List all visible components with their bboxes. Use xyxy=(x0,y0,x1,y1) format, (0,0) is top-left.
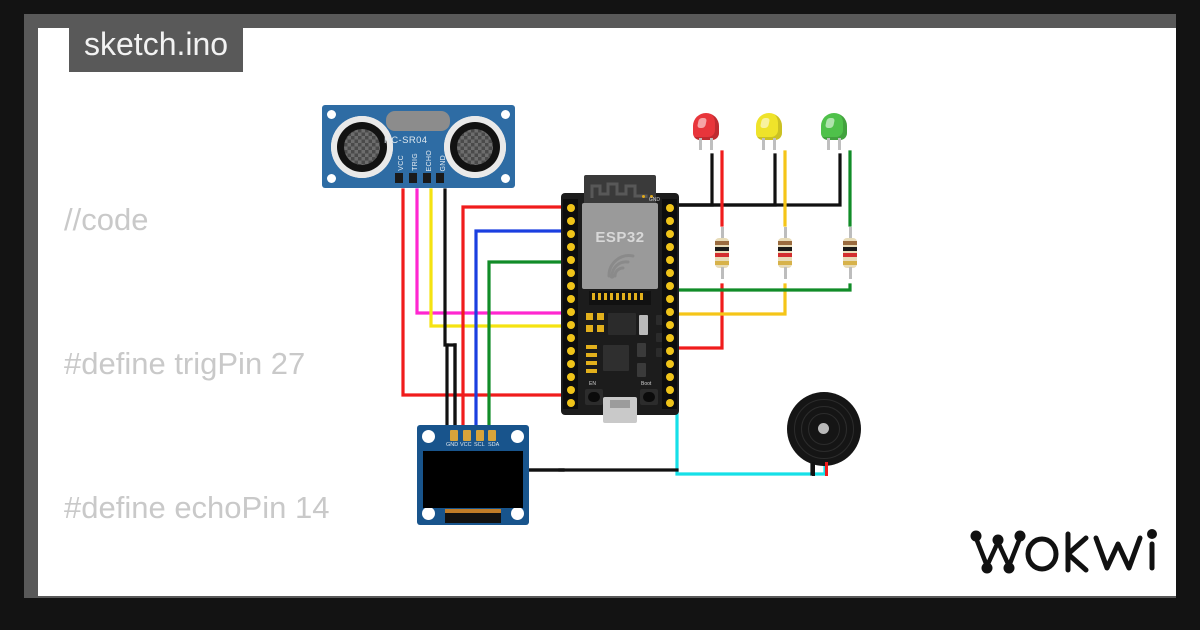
band-brown xyxy=(715,241,729,245)
esp32-wroom-module xyxy=(584,175,656,205)
code-editor-text: //code #define trigPin 27 #define echoPi… xyxy=(64,100,484,596)
resistor-lead xyxy=(783,227,787,239)
resistor-lead xyxy=(848,227,852,239)
band-red xyxy=(715,253,729,257)
en-button-label: EN xyxy=(589,381,596,387)
buzzer-sound-hole xyxy=(818,423,829,434)
pin-label-scl: SCL xyxy=(474,442,485,448)
band-gold xyxy=(778,261,792,265)
resistor-lead xyxy=(848,267,852,279)
esp32-devkit-board[interactable]: ESP32 xyxy=(561,175,679,423)
buzzer-ring xyxy=(808,413,840,445)
resistor-lead xyxy=(783,267,787,279)
buzzer-lead-negative xyxy=(812,462,815,476)
sensor-label: HC-SR04 xyxy=(384,135,428,146)
buzzer[interactable] xyxy=(787,392,861,476)
led-bulb xyxy=(756,113,782,140)
en-button[interactable] xyxy=(585,389,603,405)
board-name-label: ESP32 xyxy=(595,229,645,246)
receiver-transducer xyxy=(444,116,506,178)
buzzer-lead-positive xyxy=(825,462,828,476)
led-bulb xyxy=(821,113,847,140)
code-line: #define echoPin 14 xyxy=(64,490,330,525)
resistor-red-led[interactable] xyxy=(715,227,729,279)
mount-hole xyxy=(511,430,524,443)
file-tab-sketch-ino[interactable]: sketch.ino xyxy=(69,18,244,72)
band-brown xyxy=(843,241,857,245)
transmitter-transducer xyxy=(331,116,393,178)
mount-hole xyxy=(511,507,524,520)
module-pads xyxy=(642,195,656,199)
band-red xyxy=(778,253,792,257)
code-line: #define trigPin 27 xyxy=(64,346,306,381)
pin-label-gnd: GND xyxy=(440,154,447,171)
band-black xyxy=(715,247,729,251)
led-anode-leg xyxy=(773,138,776,150)
pin-label-gnd: GND xyxy=(446,442,459,448)
band-red xyxy=(843,253,857,257)
rf-shield: ESP32 xyxy=(582,203,658,289)
led-cathode-leg xyxy=(762,138,765,150)
right-pin-rail xyxy=(662,199,677,409)
code-line: //code xyxy=(64,202,149,237)
green-led[interactable] xyxy=(821,113,847,150)
mount-hole xyxy=(501,174,510,183)
led-cathode-leg xyxy=(827,138,830,150)
led-bulb xyxy=(693,113,719,140)
red-led[interactable] xyxy=(693,113,719,150)
led-anode-leg xyxy=(838,138,841,150)
band-black xyxy=(843,247,857,251)
mount-hole xyxy=(422,430,435,443)
usb-uart-chip xyxy=(603,345,629,371)
resistor-yellow-led[interactable] xyxy=(778,227,792,279)
resistor-lead xyxy=(720,267,724,279)
mount-hole xyxy=(327,174,336,183)
circuit-diagram: HC-SR04 VCC TRIG ECHO GND ESP32 xyxy=(38,28,1176,596)
buzzer-ring xyxy=(794,399,854,459)
pcb-antenna-icon xyxy=(590,182,648,198)
pin-label-vcc: VCC xyxy=(398,155,405,171)
micro-usb-connector[interactable] xyxy=(603,397,637,423)
mount-hole xyxy=(327,110,336,119)
led-cathode-leg xyxy=(699,138,702,150)
band-gold xyxy=(715,261,729,265)
resistor-body xyxy=(778,238,792,268)
resistor-green-led[interactable] xyxy=(843,227,857,279)
led-anode-leg xyxy=(710,138,713,150)
resistor-lead xyxy=(720,227,724,239)
pin-header xyxy=(395,173,444,183)
voltage-regulator xyxy=(608,313,636,335)
pin-label-gnd-right: GND xyxy=(648,197,660,203)
wifi-icon xyxy=(607,254,635,279)
pin-label-trig: TRIG xyxy=(412,153,419,171)
boot-button-label: Boot xyxy=(641,381,652,387)
boot-button[interactable] xyxy=(640,389,658,405)
resistor-body xyxy=(715,238,729,268)
oled-screen xyxy=(423,451,523,508)
pin-label-sda: SDA xyxy=(488,442,500,448)
band-brown xyxy=(778,241,792,245)
band-gold xyxy=(843,261,857,265)
left-pin-rail xyxy=(563,199,578,409)
pin-label-echo: ECHO xyxy=(426,149,433,171)
display-ribbon xyxy=(445,509,501,523)
resistor-body xyxy=(843,238,857,268)
yellow-led[interactable] xyxy=(756,113,782,150)
diagram-canvas[interactable]: //code #define trigPin 27 #define echoPi… xyxy=(38,28,1176,596)
buzzer-ring xyxy=(801,406,847,452)
mount-hole xyxy=(501,110,510,119)
pin-header xyxy=(450,430,496,441)
pin-label-vcc: VCC xyxy=(460,442,472,448)
band-black xyxy=(778,247,792,251)
oled-display[interactable]: GND VCC SCL SDA xyxy=(417,425,529,525)
oscillator-can xyxy=(386,111,450,131)
hc-sr04-ultrasonic-sensor[interactable]: HC-SR04 VCC TRIG ECHO GND xyxy=(322,105,515,188)
wokwi-logo xyxy=(962,520,1162,582)
mount-hole xyxy=(422,507,435,520)
